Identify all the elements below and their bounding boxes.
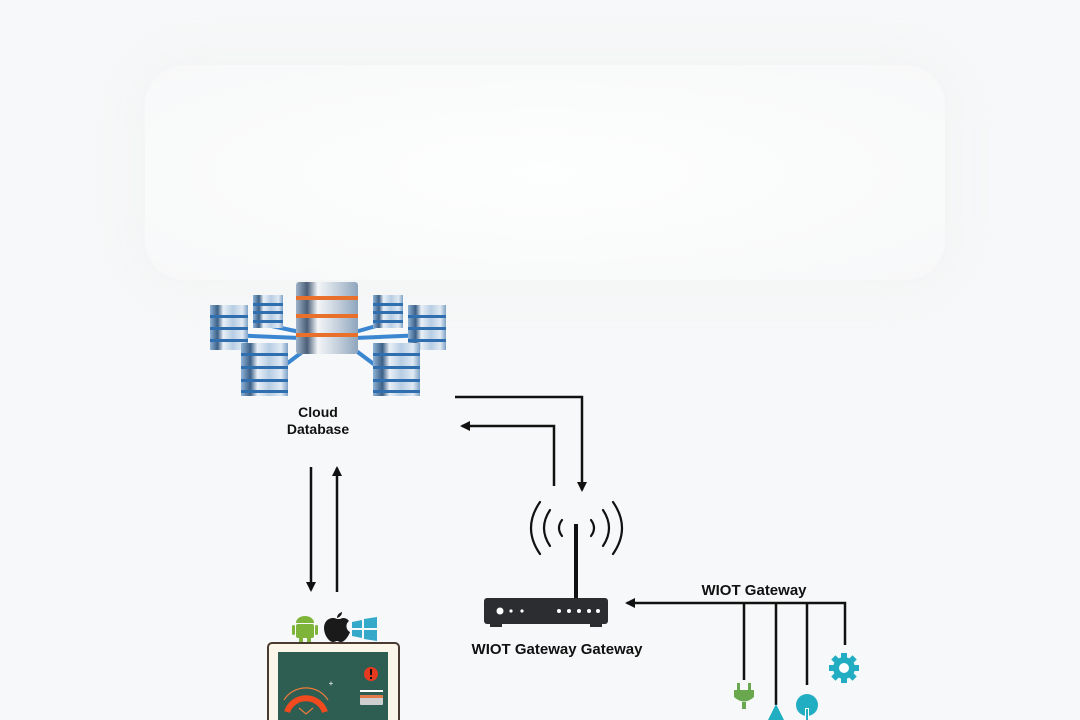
gateway-label: WIOT Gateway Gateway bbox=[471, 641, 643, 658]
probe-sensor-icon bbox=[796, 694, 818, 720]
cloud-database-label-line2: Database bbox=[286, 421, 350, 437]
edge-sensors-to-gateway bbox=[625, 598, 847, 645]
svg-text:+: + bbox=[329, 679, 334, 688]
gear-icon bbox=[829, 653, 859, 683]
db-cylinder-main bbox=[296, 282, 358, 354]
windows-icon bbox=[352, 617, 377, 641]
apple-icon bbox=[324, 612, 350, 642]
android-icon bbox=[292, 616, 318, 642]
db-cylinder bbox=[373, 343, 420, 396]
db-cylinder bbox=[241, 343, 288, 396]
db-cylinder bbox=[408, 305, 446, 350]
db-cylinder bbox=[253, 295, 283, 328]
cloud-database-label: Cloud Database bbox=[258, 404, 378, 438]
cloud-database-label-line1: Cloud bbox=[298, 404, 338, 420]
triangle-sensor-icon bbox=[768, 704, 784, 720]
power-plug-icon bbox=[734, 683, 754, 709]
database-cluster-icon bbox=[210, 282, 446, 396]
db-cylinder bbox=[210, 305, 248, 350]
gauge-icon bbox=[283, 687, 329, 715]
card-icon bbox=[360, 690, 383, 705]
dashboard-tablet-icon: + bbox=[267, 642, 400, 720]
wifi-signal-icon bbox=[529, 500, 624, 556]
edge-gateway-to-db bbox=[460, 421, 556, 486]
db-cylinder bbox=[373, 295, 403, 328]
alert-icon bbox=[364, 667, 378, 681]
wifi-router-icon bbox=[484, 500, 624, 627]
background-panel bbox=[145, 65, 945, 280]
edge-db-to-gateway bbox=[455, 395, 587, 492]
sensor-bus-label: WIOT Gateway bbox=[701, 582, 807, 599]
